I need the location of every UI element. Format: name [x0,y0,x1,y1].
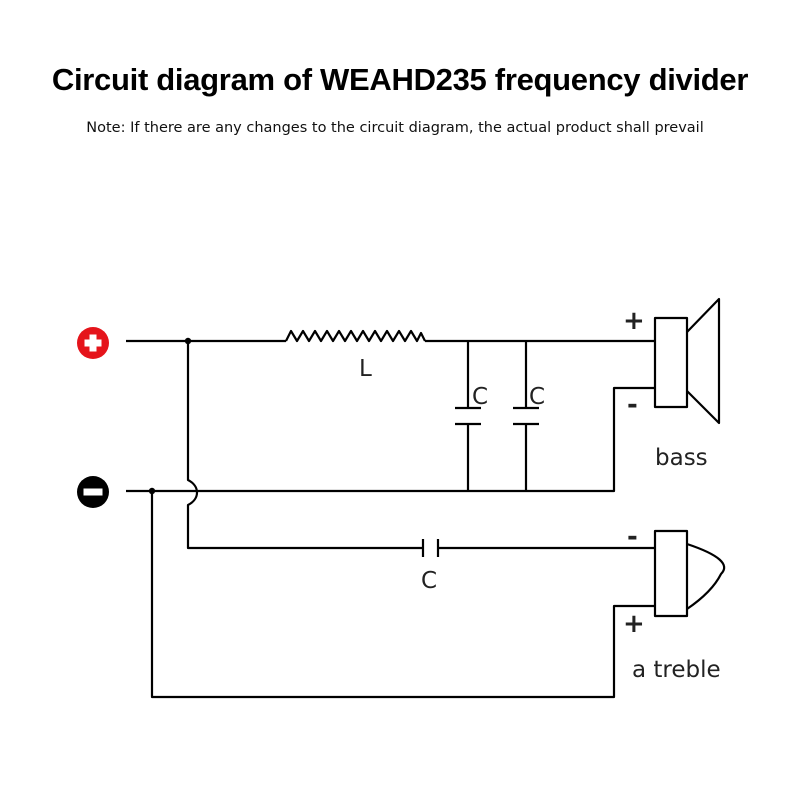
wire-treble-return [150,491,656,699]
wire-negative [126,386,656,493]
treble-plus-sign: + [623,609,645,639]
inductor-label: L [359,356,372,382]
negative-terminal [77,476,109,508]
bass-speaker-magnet [653,316,689,409]
positive-terminal [77,327,109,359]
treble-speaker-magnet [653,529,689,618]
bass-minus-sign: - [627,390,638,420]
junction-dot-positive [184,337,192,345]
capacitor-bass-2-plates [513,406,539,426]
inductor-symbol [285,329,426,343]
bass-plus-sign: + [623,306,645,336]
treble-speaker-dome [686,542,726,610]
capacitor-bass-1-plates [455,406,481,426]
bass-label: bass [655,445,708,471]
treble-minus-sign: - [627,522,638,552]
treble-label: a treble [632,657,721,683]
wire-treble-feed [186,341,423,550]
capacitor-bass-1-label: C [472,384,488,410]
bass-speaker-cone [686,297,721,425]
disclaimer-note: Note: If there are any changes to the ci… [86,120,704,136]
page-title: Circuit diagram of WEAHD235 frequency di… [51,62,749,97]
junction-dot-negative [148,487,156,495]
capacitor-treble-plates [421,539,440,557]
capacitor-bass-2-label: C [529,384,545,410]
capacitor-treble-label: C [421,568,437,594]
